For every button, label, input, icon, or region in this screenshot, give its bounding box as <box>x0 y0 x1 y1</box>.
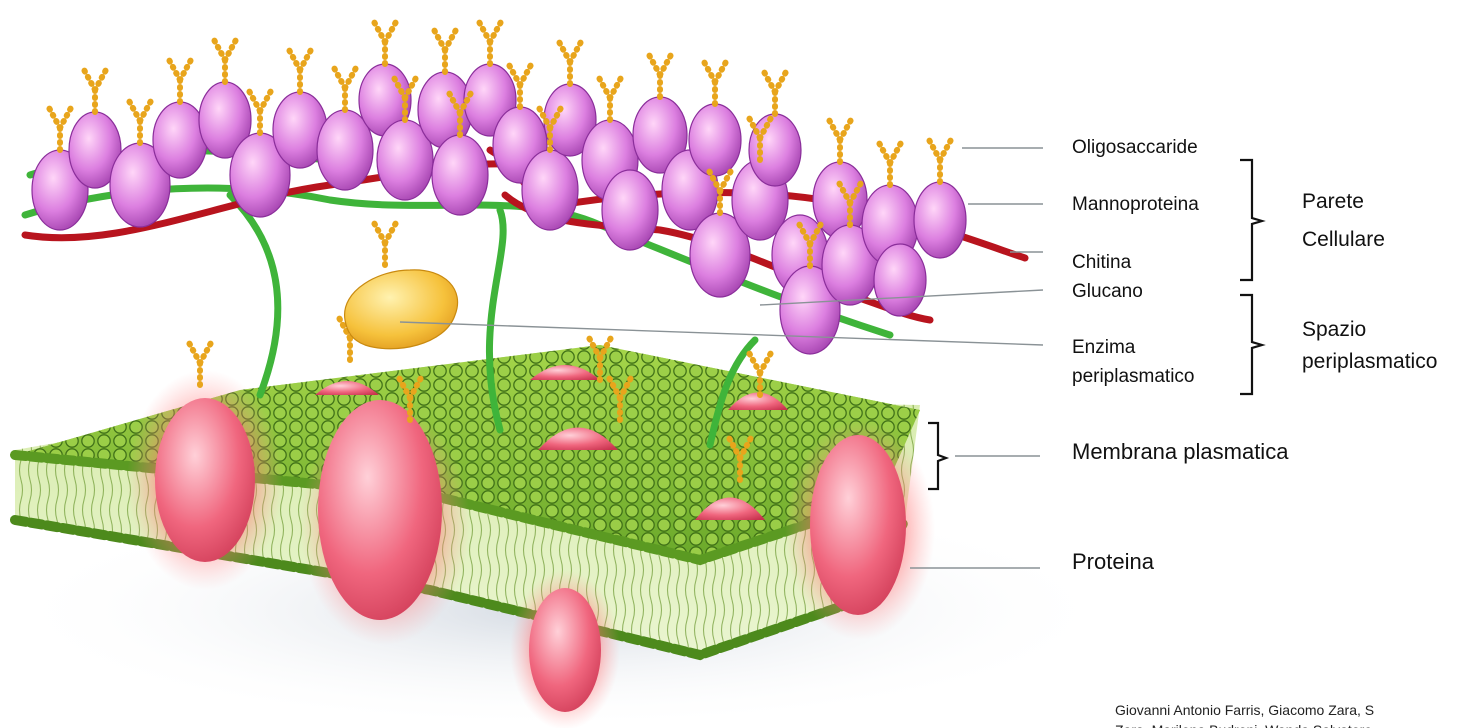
sugar-tree <box>878 141 902 185</box>
group-cell-wall-line2: Cellulare <box>1302 226 1385 254</box>
group-cell-wall-line1: Parete <box>1302 188 1364 216</box>
label-protein: Proteina <box>1072 549 1154 574</box>
periplasmic-enzyme <box>345 270 458 349</box>
sugar-tree <box>168 58 192 102</box>
label-enzyme-line1: Enzima <box>1072 335 1135 360</box>
sugar-tree <box>48 106 72 150</box>
sugar-tree <box>433 28 457 72</box>
group-periplasmic-line2: periplasmatico <box>1302 348 1437 376</box>
sugar-tree <box>83 68 107 112</box>
sugar-tree <box>213 38 237 82</box>
sugar-tree <box>333 66 357 110</box>
credit-text: Giovanni Antonio Farris, Giacomo Zara, S… <box>1115 700 1466 728</box>
sugar-tree <box>248 89 272 133</box>
sugar-tree <box>128 99 152 143</box>
sugar-tree <box>373 221 397 265</box>
sugar-tree <box>478 20 502 64</box>
credit-line2: Zara, Marilena Budroni, Wanda Salvatore <box>1115 720 1466 728</box>
label-glucan: Glucano <box>1072 279 1143 304</box>
label-membrane: Membrana plasmatica <box>1072 439 1288 464</box>
label-oligosaccharide: Oligosaccaride <box>1072 135 1198 160</box>
credit-line1: Giovanni Antonio Farris, Giacomo Zara, S <box>1115 700 1466 720</box>
sugar-tree <box>373 20 397 64</box>
sugar-tree <box>763 70 787 114</box>
sugar-tree <box>288 48 312 92</box>
label-chitin: Chitina <box>1072 250 1131 275</box>
label-enzyme-line2: periplasmatico <box>1072 364 1195 389</box>
sugar-tree <box>928 138 952 182</box>
sugar-tree <box>648 53 672 97</box>
sugar-tree <box>598 76 622 120</box>
sugar-tree <box>828 118 852 162</box>
sugar-tree <box>703 60 727 104</box>
group-periplasmic-line1: Spazio <box>1302 316 1366 344</box>
sugar-tree <box>558 40 582 84</box>
label-mannoprotein: Mannoproteina <box>1072 192 1199 217</box>
